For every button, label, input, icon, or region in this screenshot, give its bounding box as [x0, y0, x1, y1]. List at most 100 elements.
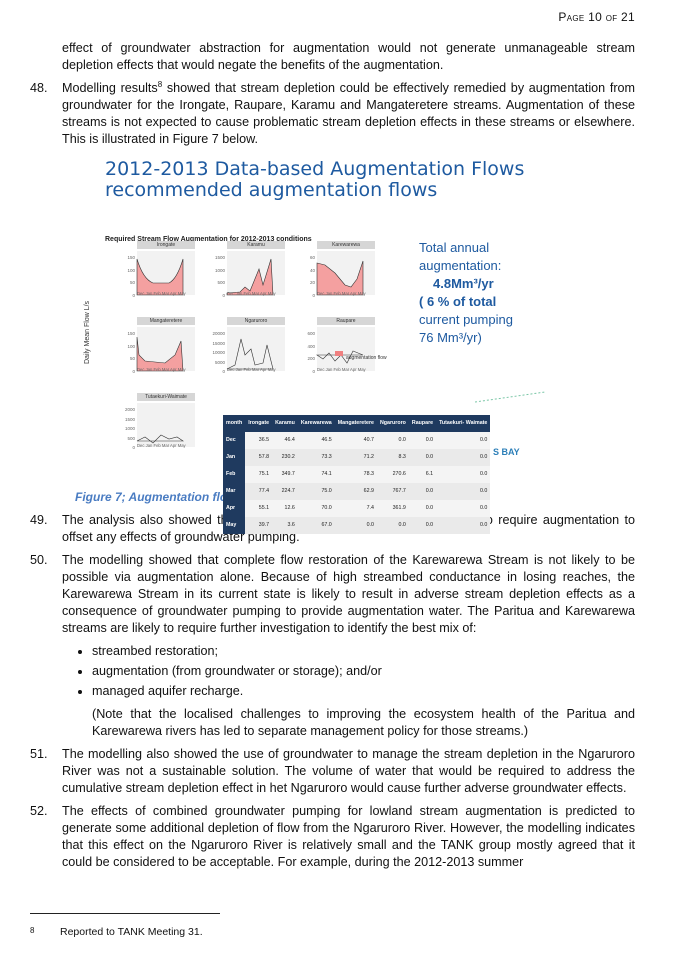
paragraph-number: 48. — [30, 81, 48, 95]
y-tick: 40 — [309, 267, 315, 273]
list-item: streambed restoration; — [92, 643, 635, 660]
table-cell: 46.5 — [297, 432, 335, 449]
y-tick: 0 — [132, 369, 135, 374]
text-run: Modelling results — [62, 81, 158, 95]
table-cell: 36.5 — [245, 432, 273, 449]
table-header-cell: Tutaekuri- Waimate — [436, 415, 491, 432]
flow-series — [226, 258, 274, 296]
panel-title: Tutaekuri-Waimate — [137, 393, 195, 401]
page-number: Page 10 of 21 — [558, 10, 635, 24]
table-cell: 75.1 — [245, 466, 273, 483]
figure-title: 2012-2013 Data-based Augmentation Flows … — [105, 159, 524, 201]
table-header-cell: Ngaruroro — [376, 415, 409, 432]
legend-label: augmentation flow — [346, 355, 387, 361]
y-tick: 10000 — [212, 350, 225, 355]
table-cell: 0.0 — [436, 500, 491, 517]
footnote: 8 Reported to TANK Meeting 31. — [30, 926, 203, 938]
table-cell: 62.9 — [334, 483, 377, 500]
table-cell: 230.2 — [272, 449, 298, 466]
flow-series — [136, 258, 184, 296]
flow-series — [136, 336, 184, 372]
table-cell: Apr — [223, 500, 246, 517]
footnote-number: 8 — [30, 926, 35, 935]
figure-title-line: recommended augmentation flows — [105, 179, 438, 201]
table-cell: 74.1 — [297, 466, 335, 483]
flow-series — [226, 338, 274, 370]
plot-background — [227, 327, 285, 371]
flow-series — [136, 434, 184, 444]
panel-plot — [136, 403, 195, 447]
table-cell: 0.0 — [436, 466, 491, 483]
table-cell: May — [223, 517, 246, 534]
y-tick: 200 — [307, 356, 315, 362]
note-line: current pumping — [419, 312, 513, 327]
table-cell: 8.3 — [376, 449, 409, 466]
table-header-cell: Mangateretere — [334, 415, 377, 432]
footnote-ref[interactable]: 8 — [157, 79, 163, 89]
y-tick: 1000 — [124, 426, 135, 431]
table-header-cell: Raupare — [408, 415, 437, 432]
figure-7: 2012-2013 Data-based Augmentation Flows … — [84, 159, 545, 534]
y-tick: 100 — [127, 267, 135, 273]
table-cell: 0.0 — [408, 432, 437, 449]
table-cell: 0.0 — [436, 449, 491, 466]
y-tick: 0 — [312, 369, 315, 374]
panel-plot — [136, 327, 195, 372]
list-item: managed aquifer recharge. — [92, 683, 635, 700]
paragraph-52: 52. The effects of combined groundwater … — [30, 803, 635, 871]
panel-plot — [316, 327, 375, 371]
y-tick: 150 — [127, 255, 135, 260]
bullet-list: streambed restoration; augmentation (fro… — [30, 643, 635, 700]
annual-augmentation-note: Total annual augmentation: 4.8Mm³/yr ( 6… — [419, 239, 549, 347]
decorative-stripe — [475, 391, 545, 403]
table-cell: 0.0 — [408, 500, 437, 517]
y-tick: 400 — [307, 343, 315, 349]
y-tick: 15000 — [212, 340, 225, 346]
y-tick: 100 — [127, 343, 135, 349]
text-run: showed that stream depletion could be ef… — [62, 81, 636, 146]
panel-x-ticks: Dec Jan Feb Mar Apr May — [317, 367, 366, 372]
table-cell: 39.7 — [245, 517, 273, 534]
paragraph-text: Modelling results8 showed that stream de… — [62, 80, 635, 148]
y-axis-label: Daily Mean Flow L/s — [84, 300, 91, 364]
plot-background — [137, 403, 195, 447]
table-cell: 0.0 — [408, 449, 437, 466]
table-cell: 361.9 — [376, 500, 409, 517]
table-cell: 12.6 — [272, 500, 298, 517]
y-tick: 500 — [217, 280, 225, 286]
table-cell: 77.4 — [245, 483, 273, 500]
table-cell: 57.8 — [245, 449, 273, 466]
y-tick: 60 — [309, 255, 315, 260]
y-tick: 0 — [132, 445, 135, 450]
paragraph-number: 49. — [30, 513, 48, 527]
table-cell: Feb — [223, 466, 246, 483]
table-header-cell: Karewarewa — [297, 415, 335, 432]
y-tick: 1500 — [214, 255, 225, 260]
y-tick: 0 — [222, 293, 225, 298]
paragraph-48: 48. Modelling results8 showed that strea… — [30, 80, 635, 148]
table-cell: 767.7 — [376, 483, 409, 500]
table-cell: 0.0 — [408, 517, 437, 534]
paragraph-text: The modelling also showed the use of gro… — [62, 747, 635, 795]
paragraph-number: 50. — [30, 553, 48, 567]
panel-x-ticks: Dec Jan Feb Mar Apr May — [137, 291, 186, 296]
table-cell: 0.0 — [376, 432, 409, 449]
panel-title: Ngaruroro — [227, 317, 285, 325]
table-cell: 224.7 — [272, 483, 298, 500]
table-cell: 73.3 — [297, 449, 335, 466]
footnote-text: Reported to TANK Meeting 31. — [60, 926, 203, 938]
panel-x-ticks: Dec Jan Feb Mar Apr May — [137, 367, 186, 372]
list-item: augmentation (from groundwater or storag… — [92, 663, 635, 680]
paragraph-number: 52. — [30, 804, 48, 818]
y-tick: 20000 — [212, 331, 225, 336]
y-tick: 2000 — [124, 407, 135, 412]
table-cell: 270.6 — [376, 466, 409, 483]
